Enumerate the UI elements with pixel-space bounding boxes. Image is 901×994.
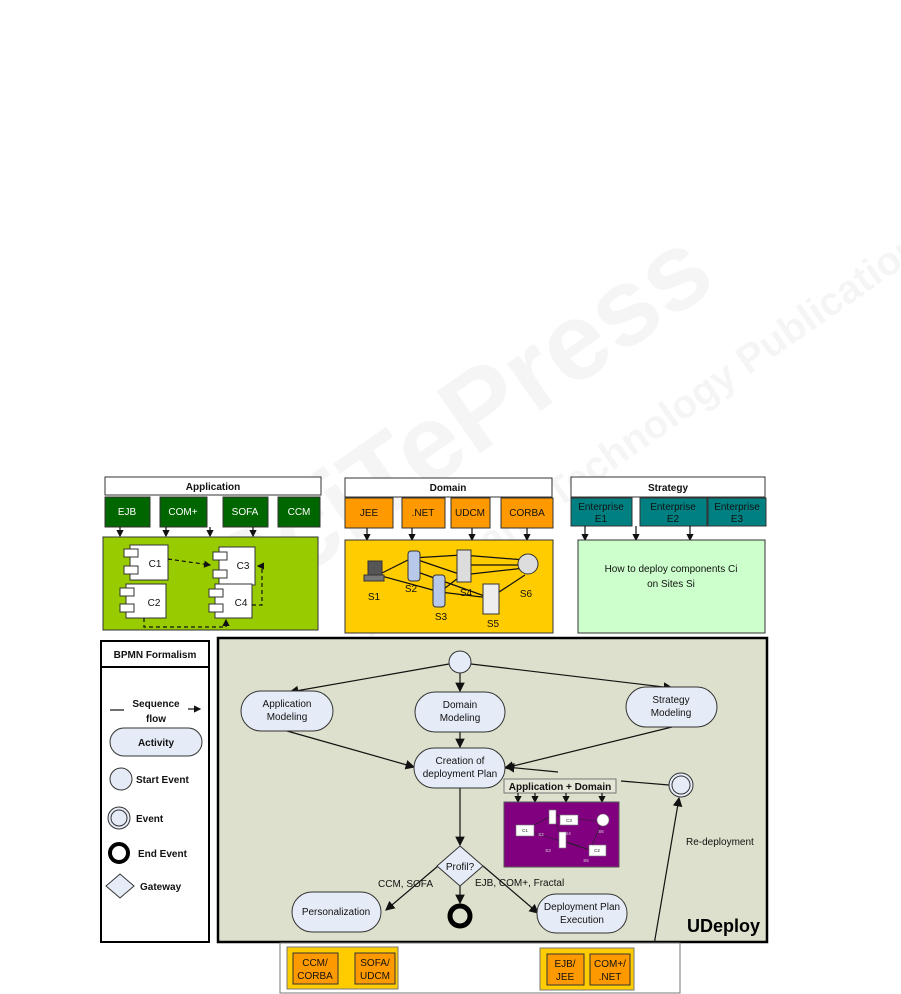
strategy-text-1: How to deploy components Ci bbox=[605, 564, 738, 575]
application-title: Application bbox=[186, 482, 240, 493]
tech-sofa: SOFA bbox=[232, 507, 259, 518]
app-domain-label: Application + Domain bbox=[509, 782, 612, 793]
domain-modeling-line2: Modeling bbox=[440, 713, 481, 724]
tech-net: .NET bbox=[412, 508, 435, 519]
execution-line2: Execution bbox=[560, 915, 604, 926]
map-corba: CORBA bbox=[297, 971, 333, 982]
tech-ejb: EJB bbox=[118, 507, 137, 518]
domain-title: Domain bbox=[430, 483, 467, 494]
map-ccm: CCM/ bbox=[302, 958, 328, 969]
activity-creation-deployment-plan bbox=[413, 747, 506, 789]
end-event bbox=[447, 903, 473, 929]
activity-domain-modeling bbox=[414, 691, 506, 733]
redeployment-event bbox=[668, 772, 694, 798]
mini-c2: C2 bbox=[594, 848, 600, 853]
legend-title: BPMN Formalism bbox=[114, 650, 197, 661]
mini-s2: S2 bbox=[538, 832, 544, 837]
mini-s6: S6 bbox=[598, 829, 604, 834]
enterprise-3-label: Enterprise bbox=[714, 502, 760, 513]
site-s6: S6 bbox=[520, 589, 533, 600]
start-event bbox=[448, 650, 472, 674]
start-event-icon bbox=[109, 767, 133, 791]
site-icons bbox=[363, 549, 539, 615]
mini-s3: S3 bbox=[545, 848, 551, 853]
domain-panel bbox=[344, 539, 554, 634]
udeploy-process: UDeploy Application Modeling Domain Mode… bbox=[216, 636, 769, 946]
tech-com: COM+ bbox=[168, 507, 197, 518]
site-s1: S1 bbox=[368, 592, 381, 603]
legend-activity: Activity bbox=[138, 738, 175, 749]
component-c1: C1 bbox=[149, 559, 162, 570]
legend-event: Event bbox=[136, 814, 164, 825]
map-udcm: UDCM bbox=[360, 971, 390, 982]
strategy-panel bbox=[577, 539, 766, 634]
enterprise-3-id: E3 bbox=[731, 514, 744, 525]
activity-deployment-execution bbox=[536, 893, 628, 934]
map-jee: JEE bbox=[556, 972, 575, 983]
map-sofa: SOFA/ bbox=[360, 958, 390, 969]
gateway-icon bbox=[105, 873, 135, 899]
site-s5: S5 bbox=[487, 619, 500, 630]
branch-right-label: EJB, COM+, Fractal bbox=[475, 878, 564, 889]
strategy-section: Strategy Enterprise E1 Enterprise E2 Ent… bbox=[570, 476, 767, 634]
site-s4: S4 bbox=[460, 588, 473, 599]
execution-line1: Deployment Plan bbox=[544, 902, 620, 913]
legend-gateway: Gateway bbox=[140, 882, 182, 893]
mini-c3: C3 bbox=[566, 818, 572, 823]
creation-line1: Creation of bbox=[436, 756, 485, 767]
tech-jee: JEE bbox=[360, 508, 379, 519]
app-modeling-line2: Modeling bbox=[267, 712, 308, 723]
tech-corba: CORBA bbox=[509, 508, 545, 519]
personalization-label: Personalization bbox=[302, 907, 370, 918]
app-modeling-line1: Application bbox=[263, 699, 312, 710]
strategy-text-2: on Sites Si bbox=[647, 579, 695, 590]
map-ejb: EJB/ bbox=[554, 959, 575, 970]
activity-application-modeling bbox=[240, 690, 334, 732]
strategy-title: Strategy bbox=[648, 483, 688, 494]
activity-personalization bbox=[291, 891, 382, 933]
udeploy-title: UDeploy bbox=[687, 916, 760, 936]
bottom-mappings: CCM/ CORBA SOFA/ UDCM EJB/ JEE COM+/ .NE… bbox=[279, 942, 681, 994]
strategy-modeling-line1: Strategy bbox=[652, 695, 689, 706]
creation-line2: deployment Plan bbox=[423, 769, 498, 780]
branch-left-label: CCM, SOFA bbox=[378, 879, 433, 890]
gateway-profil bbox=[436, 845, 484, 887]
site-s3: S3 bbox=[435, 612, 448, 623]
legend-end-event: End Event bbox=[138, 849, 188, 860]
legend-flow: flow bbox=[146, 714, 166, 725]
strategy-modeling-line2: Modeling bbox=[651, 708, 692, 719]
mini-s5: S5 bbox=[583, 858, 589, 863]
domain-section: Domain JEE .NET UDCM CORBA S1 bbox=[344, 477, 554, 634]
map-net: .NET bbox=[599, 972, 622, 983]
legend-sequence: Sequence bbox=[132, 699, 180, 710]
application-section: Application EJB COM+ SOFA CCM C1 C2 C3 C… bbox=[102, 476, 322, 631]
enterprise-2-label: Enterprise bbox=[650, 502, 696, 513]
end-event-icon bbox=[108, 842, 130, 864]
enterprise-1-id: E1 bbox=[595, 514, 608, 525]
redeployment-label: Re-deployment bbox=[686, 837, 754, 848]
enterprise-2-id: E2 bbox=[667, 514, 680, 525]
mini-s4: S4 bbox=[565, 831, 571, 836]
tech-ccm: CCM bbox=[288, 507, 311, 518]
component-c2: C2 bbox=[148, 598, 161, 609]
component-icons bbox=[119, 544, 256, 619]
tech-udcm: UDCM bbox=[455, 508, 485, 519]
activity-strategy-modeling bbox=[625, 686, 718, 728]
map-com: COM+/ bbox=[594, 959, 626, 970]
mini-c1: C1 bbox=[522, 828, 528, 833]
bpmn-legend: BPMN Formalism Sequence flow Activity St… bbox=[100, 640, 210, 943]
domain-modeling-line1: Domain bbox=[443, 700, 477, 711]
component-c3: C3 bbox=[237, 561, 250, 572]
component-c4: C4 bbox=[235, 598, 248, 609]
gateway-label: Profil? bbox=[446, 862, 475, 873]
enterprise-1-label: Enterprise bbox=[578, 502, 624, 513]
legend-start-event: Start Event bbox=[136, 775, 189, 786]
site-s2: S2 bbox=[405, 584, 418, 595]
